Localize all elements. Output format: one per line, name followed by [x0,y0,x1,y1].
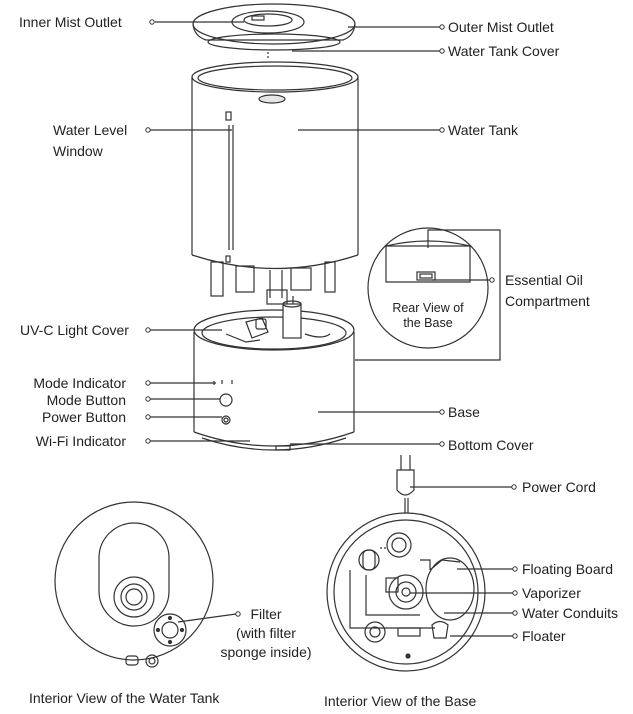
label-mode-button: Mode Button [46,392,126,408]
label-water-tank-cover: Water Tank Cover [448,43,560,59]
label-filter-line1: Filter [250,606,282,622]
caption-base-interior: Interior View of the Base [324,693,477,709]
label-water-level-window-line2: Window [53,143,103,159]
label-water-conduits: Water Conduits [522,605,618,621]
label-essential-oil-line2: Compartment [505,293,590,309]
label-base: Base [448,404,480,420]
label-bottom-cover: Bottom Cover [448,437,534,453]
label-water-level-window-line1: Water Level [53,122,128,138]
rear-view-drawing [367,227,489,349]
label-rear-view-line1: Rear View of [392,301,464,315]
label-filter-line3: sponge inside) [220,644,312,660]
label-vaporizer: Vaporizer [522,585,581,601]
label-filter-line2: (with filter [236,625,296,641]
label-rear-view-line2: the Base [403,316,453,330]
label-power-button: Power Button [41,409,126,425]
label-power-cord: Power Cord [522,479,596,495]
water-tank-drawing [191,61,359,315]
label-uvc-light-cover: UV-C Light Cover [20,322,129,338]
leader-lines [150,21,513,637]
caption-water-tank-interior: Interior View of the Water Tank [29,690,220,706]
label-floating-board: Floating Board [522,561,614,577]
label-wifi-indicator: Wi-Fi Indicator [35,433,126,449]
label-outer-mist-outlet: Outer Mist Outlet [448,19,554,35]
label-essential-oil-line1: Essential Oil [505,272,583,288]
label-floater: Floater [522,628,566,644]
power-cord-drawing [396,455,415,517]
tank-interior-drawing [54,501,214,668]
label-water-tank: Water Tank [448,122,519,138]
base-interior-drawing [326,512,486,672]
label-inner-mist-outlet: Inner Mist Outlet [19,14,122,30]
base-drawing [193,300,355,451]
water-tank-cover-drawing [192,3,356,58]
label-mode-indicator: Mode Indicator [33,375,126,391]
